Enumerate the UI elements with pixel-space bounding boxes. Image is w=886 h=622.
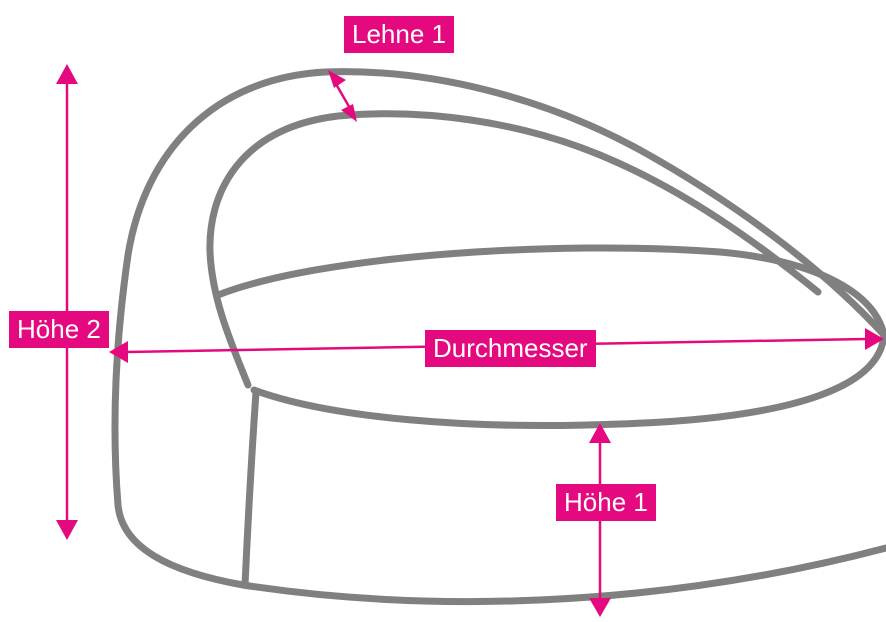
lehne-1-dimension xyxy=(328,70,357,122)
durchmesser-arrow-right xyxy=(865,328,884,350)
durchmesser-arrow-left xyxy=(109,341,128,363)
canopy-outer xyxy=(111,68,886,606)
lehne-1-label: Lehne 1 xyxy=(344,16,454,53)
lehne-arrow-head-bottom xyxy=(341,104,357,122)
hoehe-1-arrow-bottom xyxy=(589,598,611,617)
hoehe-2-label: Höhe 2 xyxy=(9,311,109,348)
lehne-arrow-head-top xyxy=(328,70,346,88)
durchmesser-label: Durchmesser xyxy=(425,330,596,367)
hoehe-1-dimension xyxy=(589,423,611,617)
hoehe-2-dimension xyxy=(56,64,78,540)
hoehe-2-arrow-bottom xyxy=(56,520,78,540)
seat-ellipse xyxy=(214,244,886,429)
hoehe-1-label: Höhe 1 xyxy=(556,484,656,521)
hoehe-1-arrow-top xyxy=(589,423,611,443)
daybed-outline xyxy=(111,68,886,606)
base-seam xyxy=(241,388,260,589)
canopy-inner xyxy=(206,110,822,389)
hoehe-2-arrow-top xyxy=(56,64,78,84)
